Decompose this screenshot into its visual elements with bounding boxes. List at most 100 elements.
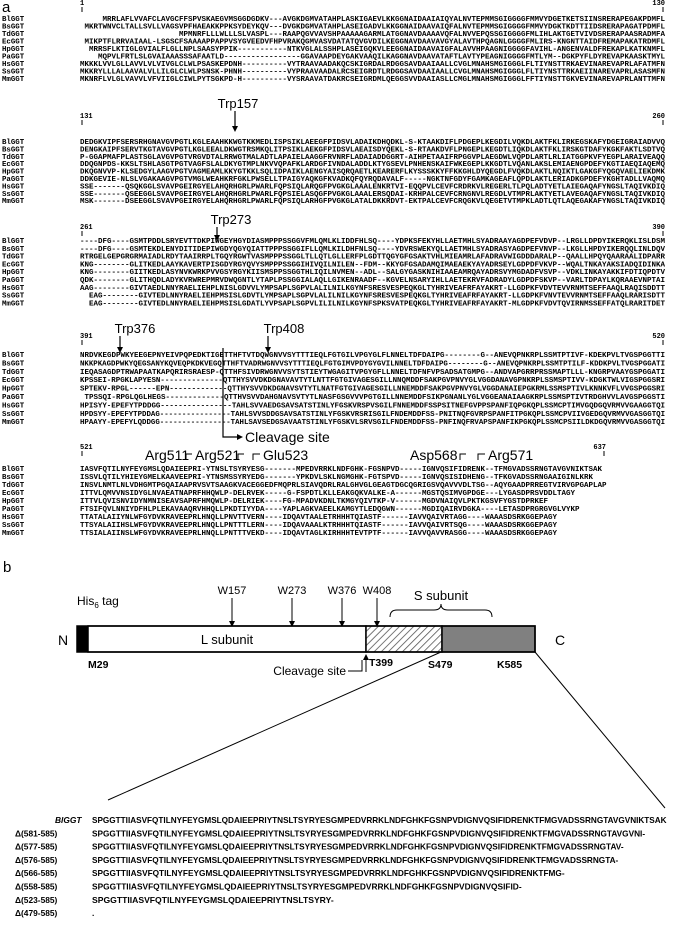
- sequence-row: MKNRFLVLGLVAVVLVFVIIGLCIWLPYTSGKPD-H----…: [80, 76, 665, 84]
- sequence-row: DKQGNVVP-KLSEDGYLAAGVPGTVAGMEAMLKKYGTKKL…: [80, 169, 666, 177]
- species-label: EcGGT: [2, 39, 25, 47]
- sequence-row: TTSIALAIINSLWFGYDVKRAVEEPRLHNQLLPNTTTVEK…: [80, 530, 558, 538]
- sequence-row: AAG--------GIVTAEDLNNYRAELIEHPLNISLGDVVL…: [80, 285, 666, 293]
- sequence-row: NRDVKEGDPWKYEEGEPNYEIVPQPEDKTIGETTHFTVTD…: [80, 352, 665, 360]
- sequence-row: MRRSFLKTIGLGVIALFLGLLNPLSAASYPPIK-------…: [89, 46, 666, 54]
- l-subunit-segment: [87, 625, 367, 653]
- sequence-row: HPISYY-EPEFYTPDDGG----------------TAHLSV…: [80, 402, 665, 410]
- construct-name: Δ(479-585): [15, 908, 58, 918]
- species-label: PaGGT: [2, 506, 25, 514]
- sequence-row: MKKKLVVLGLLAVVLVLVIVGLCLWLPSASKEPDNH----…: [80, 61, 665, 69]
- species-label: HsGGT: [2, 183, 25, 191]
- l-subunit-label: L subunit: [201, 632, 254, 647]
- species-label: EcGGT: [2, 161, 25, 169]
- species-label: PaGGT: [2, 394, 25, 402]
- species-label: TdGGT: [2, 369, 25, 377]
- species-label: BsGGT: [2, 474, 25, 482]
- sequence-row: DDKGEVIE-NLSLVGAKAAGVPGTVMGLWEAHKRFGKLPW…: [80, 176, 666, 184]
- trp-site: W273: [278, 585, 307, 627]
- species-label: TdGGT: [2, 154, 25, 162]
- block-start-number: 391: [80, 333, 93, 341]
- trp376-marker: Trp376: [115, 321, 155, 353]
- species-label: HsGGT: [2, 402, 25, 410]
- block-start-number: 261: [80, 224, 93, 232]
- species-label: SsGGT: [2, 293, 25, 301]
- sequence-row: TPSSQI-RPGLQGLHEGS-------------QTTHVSVVD…: [85, 394, 666, 402]
- sequence-row: ITTVLQVISNVIDYNMNISEAVSAPRFHMQWLP-DELRIE…: [80, 498, 548, 506]
- arg571-label: Arg571: [488, 447, 533, 463]
- sequence-row: P-GGAPMAFPLASTSGLAVGVPGTVRGVDTALRRWGTMAL…: [80, 154, 666, 162]
- sequence-row: EAG--------GIVTEDLNNYRAELIEHPMSISLGDVTLY…: [89, 293, 666, 301]
- species-label: SsGGT: [2, 522, 25, 530]
- sequence-row: TTATALAIIYNLWFGYDVKRAVEEPRLHNQLLPNVTTVER…: [80, 514, 558, 522]
- sequence-row: KNG--------GIITKEDLASYNVKWRKPVVGSYRGYKII…: [80, 269, 666, 277]
- construct-sequence: SPGGTTIIASVFQTILNYFEYGMSLQDAIEEPRIYTNSLT…: [92, 895, 334, 905]
- zoom-line-right: [534, 651, 666, 809]
- t399-label: T399: [369, 657, 393, 669]
- species-label: EcGGT: [2, 490, 25, 498]
- his-tag-label: His6 tag: [77, 594, 119, 610]
- block-end-number: 130: [652, 0, 665, 8]
- sequence-row: DENGKAIPFSERVTKGTAVGVPGTLKGLEEALDKWGTRSM…: [80, 146, 666, 154]
- trp408-marker: Trp408: [264, 321, 305, 353]
- species-label: BsGGT: [2, 24, 25, 32]
- sequence-row: ----DFG----GSMTPDDLSRYEVTTDKPIWGEYHGYDIA…: [80, 238, 666, 246]
- block-start-number: 521: [80, 444, 93, 452]
- species-label: MmGGT: [2, 198, 25, 206]
- sequence-row: NKKPKAGDPWKYQEGSANYKQVEQPKDKVEGQTTHFTVAD…: [80, 360, 665, 368]
- construct-row: Δ(479-585).: [15, 908, 94, 918]
- panel-b-label: b: [3, 559, 11, 576]
- cleavage-bracket: [348, 660, 363, 672]
- sequence-row: IEQASAGDPTRWAPAATKAPQRIRSRAESP-QTTHFSIVD…: [80, 369, 665, 377]
- species-label: MmGGT: [2, 76, 25, 84]
- sequence-row: KNG--------GLITKEDLAAYKAVERTPISGDYRGYQVY…: [80, 261, 666, 269]
- construct-sequence: SPGGTTIIASVFQTILNYFEYGMSLQDAIEEPRIYTNSLT…: [92, 815, 667, 825]
- sequence-row: HPDSYY-EPEFYTPDDAG----------------TAHLSV…: [80, 411, 665, 419]
- species-label: HpGGT: [2, 169, 25, 177]
- construct-name: Δ(523-585): [15, 895, 58, 905]
- n-terminus-label: N: [58, 632, 68, 648]
- species-label: TdGGT: [2, 254, 25, 262]
- arg521-label: Arg521: [195, 447, 240, 463]
- species-label: HsGGT: [2, 285, 25, 293]
- block-start-number: 131: [80, 113, 93, 121]
- species-label: BlGGT: [2, 16, 25, 24]
- sequence-row: MKKRYLLLALAAVALVLLILGLCLWLPSNSK-PHNH----…: [80, 69, 665, 77]
- trp157-marker: Trp157: [218, 96, 259, 132]
- cleavage-site-label: Cleavage site: [245, 429, 330, 445]
- sequence-row: MSK-------DSEEGGLSVAVPGEIRGYELAHQRHGRLPW…: [80, 198, 666, 206]
- block-end-number: 637: [593, 444, 606, 452]
- glu523-label: Glu523: [263, 447, 308, 463]
- species-label: BlGGT: [2, 238, 25, 246]
- block-end-number: 260: [652, 113, 665, 121]
- species-label: BsGGT: [2, 246, 25, 254]
- sequence-row: ISSVLQTILYHIEYGMELKAAVEEPRI-YTNSMSSYRYED…: [80, 474, 594, 482]
- sequence-row: SSE-------QSEEGGLSVAVPGEIRGYELAHQRHGRLPW…: [80, 191, 666, 199]
- trp-site-label: W273: [278, 585, 307, 597]
- trp157-label: Trp157: [218, 96, 259, 111]
- sequence-row: ITTVLQMVVNSIDYGLNVAEATNAPRFHHQWLP-DELRVE…: [80, 490, 576, 498]
- construct-row: Δ(577-585)SPGGTTIIASVFQTILNYFEYGMSLQDAIE…: [15, 842, 624, 852]
- s-subunit-label: S subunit: [414, 588, 469, 603]
- species-label: EcGGT: [2, 261, 25, 269]
- construct-sequence: SPGGTTIIASVFQTILNYFEYGMSLQDAIEEPRIYTNSLT…: [92, 842, 624, 852]
- species-label: HpGGT: [2, 46, 25, 54]
- construct-name: Δ(581-585): [15, 828, 58, 838]
- s-subunit-hatched-segment: [365, 625, 443, 653]
- species-label: HpGGT: [2, 498, 25, 506]
- sequence-row: IASVFQTILNYFEYGMSLQDAIEEPRI-YTNSLTSYRYES…: [80, 466, 603, 474]
- trp273-marker: Trp273: [211, 212, 252, 241]
- trp408-label: Trp408: [264, 321, 305, 336]
- trp273-label: Trp273: [211, 212, 252, 227]
- sequence-row: DEDGKVIPFSERSRHGNAVGVPGTLKGLEAAHKKWGTKKM…: [80, 139, 666, 147]
- sequence-row: INSVLNMTLNLVDHGMTPGQAIAAPRVSVTSAAGKVACEG…: [80, 482, 607, 490]
- sequence-row: TTSYALAIIHSLWFGYDVKRAVEEPRLHNQLLPNTTTLER…: [80, 522, 558, 530]
- bent-arrow-icon: [252, 453, 260, 460]
